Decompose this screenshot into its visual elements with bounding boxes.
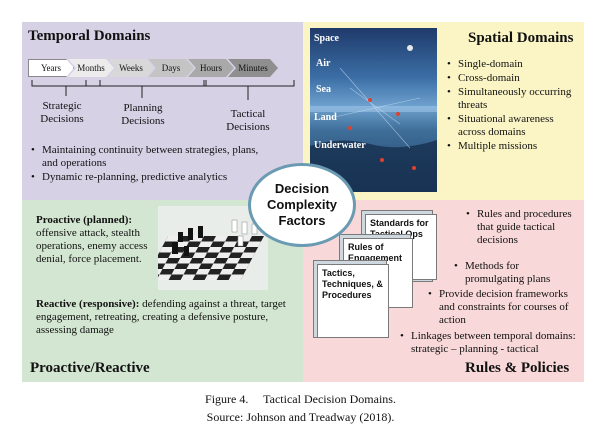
spatial-bullets: Single-domain Cross-domain Simultaneousl… bbox=[446, 58, 580, 154]
proactive-description: Proactive (planned): offensive attack, s… bbox=[36, 214, 156, 266]
center-line-1: Decision bbox=[274, 181, 330, 196]
domain-scene-graphic bbox=[310, 45, 437, 192]
proactive-reactive-panel: Proactive (planned): offensive attack, s… bbox=[22, 200, 303, 382]
strategic-decisions-label: Strategic Decisions bbox=[40, 100, 84, 125]
spatial-domains-title: Spatial Domains bbox=[468, 30, 574, 46]
timeline-step-weeks: Weeks bbox=[108, 59, 154, 77]
doc-ttp-label: Tactics, Techniques, & Procedures bbox=[322, 268, 383, 300]
reactive-label: Reactive (responsive): bbox=[36, 298, 140, 310]
proactive-label: Proactive (planned): bbox=[36, 214, 133, 226]
temporal-domains-title: Temporal Domains bbox=[28, 28, 151, 44]
decision-domains-diagram: Temporal Domains Years Months Weeks Days… bbox=[22, 22, 584, 382]
domain-label-underwater: Underwater bbox=[314, 140, 366, 151]
figure-source: Source: Johnson and Treadway (2018). bbox=[206, 410, 395, 424]
reactive-description: Reactive (responsive): defending against… bbox=[36, 298, 298, 337]
spatial-bullet: Situational awareness across domains bbox=[446, 113, 580, 139]
spatial-bullet: Cross-domain bbox=[446, 72, 580, 85]
rules-bullet: Linkages between temporal domains: strat… bbox=[399, 330, 581, 356]
decision-complexity-factors-circle: Decision Complexity Factors bbox=[248, 163, 356, 247]
domain-label-air: Air bbox=[316, 58, 331, 69]
spatial-bullet: Simultaneously occurring threats bbox=[446, 86, 580, 112]
domain-label-sea: Sea bbox=[316, 84, 331, 95]
rules-policies-title: Rules & Policies bbox=[465, 360, 570, 376]
rules-bullets-mid: Methods for promulgating plans bbox=[453, 260, 579, 287]
temporal-timeline: Years Months Weeks Days Hours Minutes bbox=[28, 59, 272, 77]
temporal-bullets: Maintaining continuity between strategie… bbox=[30, 144, 262, 185]
rules-bullet: Provide decision frameworks and constrai… bbox=[427, 288, 581, 327]
rules-bullets-top: Rules and procedures that guide tactical… bbox=[465, 208, 583, 248]
temporal-bullet: Maintaining continuity between strategie… bbox=[30, 144, 262, 170]
rules-policies-panel: Standards for Tactical Ops Rules of Enga… bbox=[303, 200, 584, 382]
timeline-brackets bbox=[31, 80, 295, 100]
spatial-bullet: Single-domain bbox=[446, 58, 580, 71]
proactive-text: offensive attack, stealth operations, en… bbox=[36, 227, 148, 265]
planning-decisions-label: Planning Decisions bbox=[121, 102, 165, 127]
spatial-bullet: Multiple missions bbox=[446, 140, 580, 153]
chessboard-image bbox=[158, 206, 268, 290]
timeline-step-hours: Hours bbox=[188, 59, 234, 77]
figure-caption: Figure 4. Tactical Decision Domains. bbox=[205, 392, 396, 406]
tactical-decisions-label: Tactical Decisions bbox=[226, 108, 270, 133]
rules-bullets-bottom: Linkages between temporal domains: strat… bbox=[399, 330, 581, 357]
timeline-step-months: Months bbox=[68, 59, 114, 77]
rules-bullet: Rules and procedures that guide tactical… bbox=[465, 208, 583, 247]
rules-bullet: Methods for promulgating plans bbox=[453, 260, 579, 286]
center-line-3: Factors bbox=[278, 213, 326, 228]
temporal-domains-panel: Temporal Domains Years Months Weeks Days… bbox=[22, 22, 303, 200]
timeline-step-days: Days bbox=[148, 59, 194, 77]
domain-label-space: Space bbox=[314, 33, 339, 44]
timeline-step-minutes: Minutes bbox=[228, 59, 278, 77]
doc-ttp: Tactics, Techniques, & Procedures bbox=[317, 264, 389, 338]
domain-label-land: Land bbox=[314, 112, 337, 123]
proactive-reactive-title: Proactive/Reactive bbox=[30, 360, 150, 376]
doc-roe-label: Rules of Engagement bbox=[348, 242, 403, 263]
timeline-step-years: Years bbox=[28, 59, 74, 77]
spatial-domains-image: Space Air Sea Land Underwater bbox=[310, 28, 437, 192]
reactive-text: defending against a threat, target engag… bbox=[36, 298, 286, 336]
temporal-bullet: Dynamic re-planning, predictive analytic… bbox=[30, 171, 262, 184]
rules-bullets-lower: Provide decision frameworks and constrai… bbox=[427, 288, 581, 328]
center-line-2: Complexity bbox=[266, 197, 338, 212]
